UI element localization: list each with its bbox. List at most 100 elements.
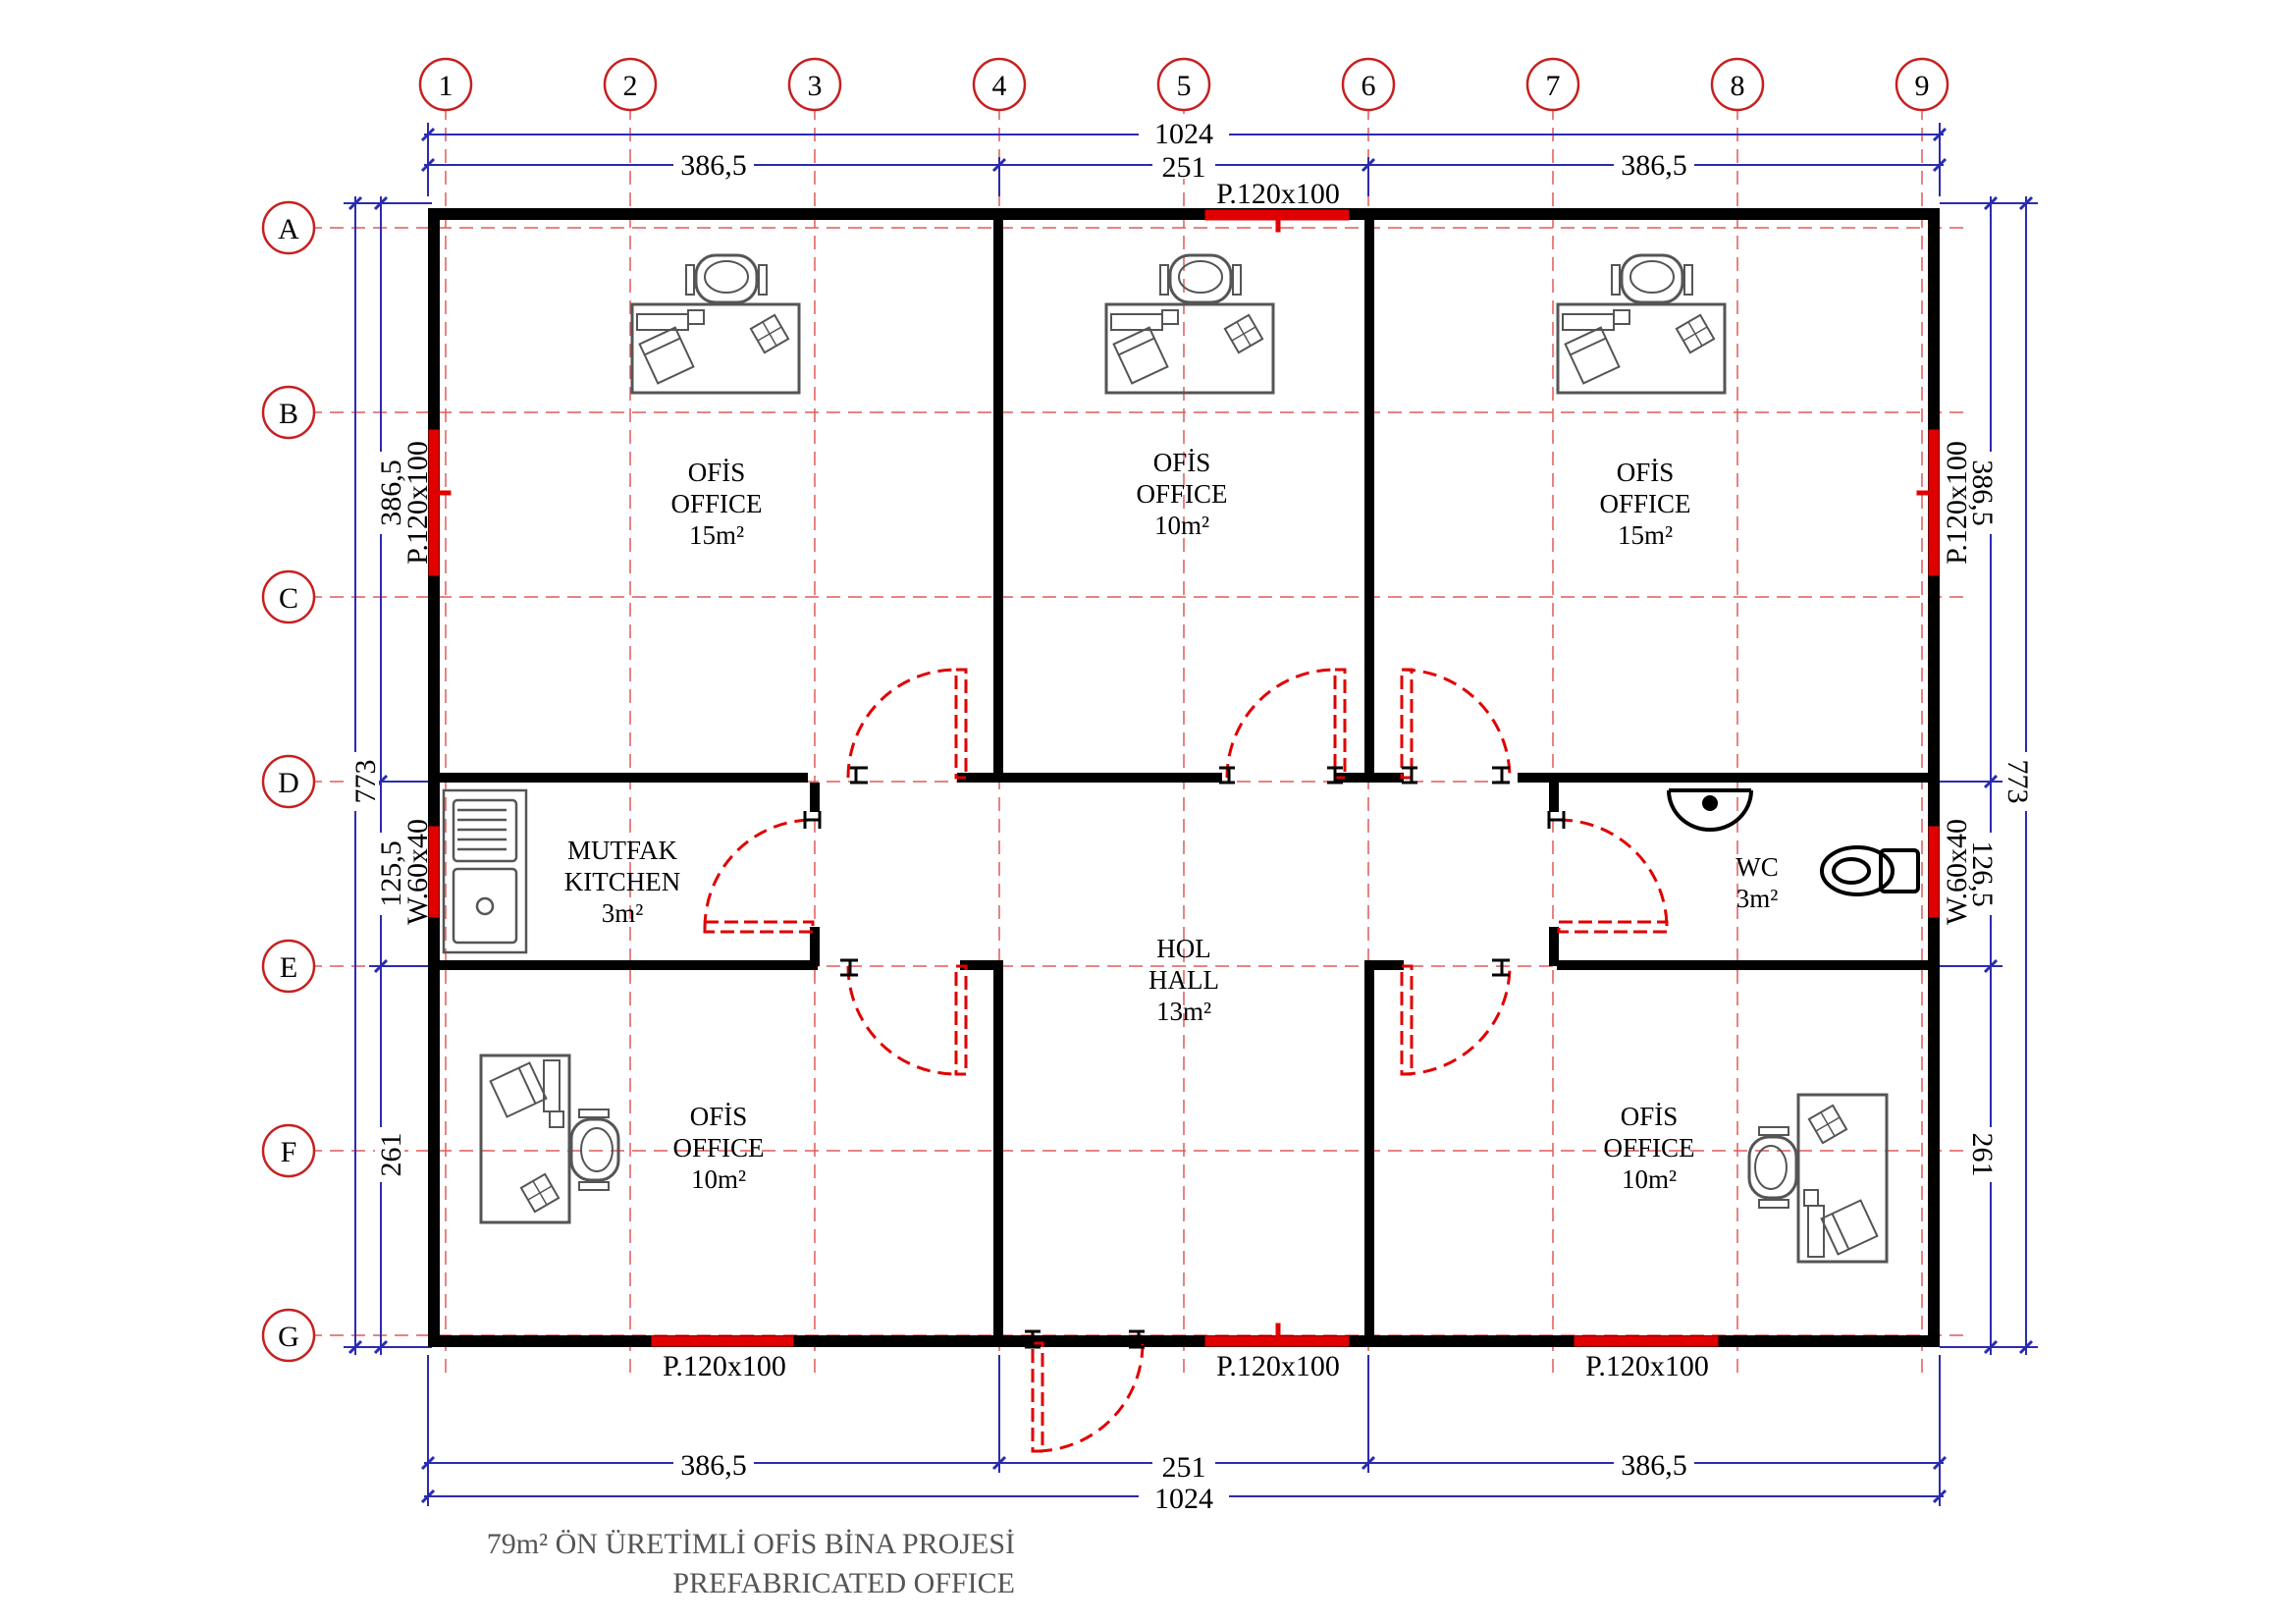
room-area: 10m²: [691, 1164, 746, 1194]
label-window-left: P.120x100: [401, 441, 434, 565]
dim-top-total: 1024: [1154, 118, 1213, 150]
room-name-en: OFFICE: [670, 489, 762, 518]
dim-left-total: 773: [349, 760, 382, 804]
row-label: E: [280, 951, 297, 984]
room-wc: WC 3m²: [1735, 852, 1779, 913]
room-name-en: KITCHEN: [564, 867, 680, 896]
dim-top-left: 386,5: [680, 149, 747, 182]
room-office-bottom-left: OFİS OFFICE 10m²: [672, 1102, 764, 1194]
label-window-top: P.120x100: [1216, 178, 1340, 210]
column-bubble: 2: [603, 57, 658, 112]
room-name-en: HALL: [1148, 965, 1219, 995]
room-name-tr: HOL: [1156, 934, 1211, 963]
label-window-bottom-left: P.120x100: [663, 1350, 786, 1382]
row-label: G: [278, 1321, 299, 1353]
room-office-top-left: OFİS OFFICE 15m²: [670, 458, 762, 550]
window-wc: [1928, 826, 1940, 918]
column-label: 2: [623, 70, 638, 102]
dim-bottom-total: 1024: [1154, 1483, 1213, 1515]
office-desk-set: [1104, 253, 1275, 395]
row-bubble: D: [261, 754, 316, 809]
room-area: 3m²: [602, 898, 644, 928]
room-area: 10m²: [1622, 1164, 1677, 1194]
label-window-bottom-right: P.120x100: [1585, 1350, 1709, 1382]
room-name-tr: MUTFAK: [567, 836, 678, 865]
room-area: 15m²: [689, 520, 744, 550]
column-bubble: 3: [787, 57, 842, 112]
dimension-ticks: [347, 127, 2034, 1504]
office-desk-set: [630, 253, 801, 395]
room-office-top-middle: OFİS OFFICE 10m²: [1136, 448, 1227, 540]
grid-lines: [308, 106, 1963, 1375]
column-bubble: 9: [1895, 57, 1949, 112]
row-bubble: G: [261, 1308, 316, 1363]
column-bubble: 4: [972, 57, 1027, 112]
row-bubble: E: [261, 939, 316, 994]
title-line-2: PREFABRICATED OFFICE: [672, 1567, 1015, 1599]
room-area: 3m²: [1736, 884, 1779, 913]
grid-bubbles: 1 2 3 4 5 6 7 8: [261, 57, 1949, 1363]
drawing-title: 79m² ÖN ÜRETİMLİ OFİS BİNA PROJESİ PREFA…: [487, 1528, 1015, 1599]
row-bubble: C: [261, 569, 316, 624]
door-hinges: [803, 766, 1566, 1349]
row-label: C: [279, 582, 298, 615]
column-label: 6: [1362, 70, 1376, 102]
label-window-wc: W.60x40: [1941, 819, 1973, 925]
room-area: 13m²: [1156, 997, 1211, 1026]
room-name-en: OFFICE: [672, 1133, 764, 1163]
column-bubble: 5: [1156, 57, 1211, 112]
dim-right-total: 773: [2002, 760, 2034, 804]
dim-bottom-middle: 251: [1162, 1451, 1206, 1484]
room-office-top-right: OFİS OFFICE 15m²: [1599, 458, 1690, 550]
room-office-bottom-right: OFİS OFFICE 10m²: [1603, 1102, 1694, 1194]
room-name-tr: OFİS: [1617, 458, 1675, 487]
row-bubble: A: [261, 200, 316, 255]
column-label: 4: [992, 70, 1007, 102]
dimension-lines: [344, 123, 2038, 1506]
room-name-tr: OFİS: [1621, 1102, 1679, 1131]
label-window-bottom-middle: P.120x100: [1216, 1350, 1340, 1382]
label-window-right: P.120x100: [1941, 441, 1973, 565]
room-name-tr: OFİS: [690, 1102, 748, 1131]
dim-left-middle: 125,5: [375, 840, 407, 907]
dim-bottom-left: 386,5: [680, 1449, 747, 1482]
row-label: A: [278, 213, 299, 245]
office-desk-set: [1556, 253, 1727, 395]
office-desk-set: [479, 1054, 620, 1224]
row-bubble: B: [261, 385, 316, 440]
window-left: [428, 429, 440, 576]
room-name-tr: OFİS: [688, 458, 746, 487]
office-desk-set: [1747, 1093, 1889, 1264]
washbasin-icon: [1667, 788, 1753, 832]
window-bottom-left: [651, 1335, 794, 1347]
row-label: D: [278, 767, 299, 799]
column-bubble: 7: [1525, 57, 1580, 112]
room-labels: OFİS OFFICE 15m² OFİS OFFICE 10m² OFİS O…: [564, 448, 1779, 1194]
wall-top: [428, 208, 1940, 220]
room-name-en: OFFICE: [1603, 1133, 1694, 1163]
dimension-labels: 1024 386,5 251 386,5 386,5 251 386,5 102…: [349, 114, 2034, 1515]
door-swings: [703, 668, 1669, 1453]
dim-right-upper: 386,5: [1966, 460, 1999, 526]
sink-icon: [442, 788, 528, 954]
column-label: 3: [808, 70, 823, 102]
opening-labels: P.120x100 P.120x100 P.120x100 P.120x100 …: [401, 178, 1973, 1382]
window-bottom-right: [1574, 1335, 1719, 1347]
column-label: 8: [1731, 70, 1745, 102]
room-area: 15m²: [1618, 520, 1673, 550]
column-bubble: 8: [1710, 57, 1765, 112]
dim-top-right: 386,5: [1621, 149, 1687, 182]
row-label: F: [281, 1136, 297, 1168]
wall-left: [428, 208, 440, 1347]
column-label: 5: [1177, 70, 1192, 102]
row-bubble: F: [261, 1123, 316, 1178]
room-name-en: OFFICE: [1136, 479, 1227, 509]
toilet-icon: [1820, 845, 1920, 896]
dim-top-middle: 251: [1162, 151, 1206, 184]
column-label: 9: [1915, 70, 1930, 102]
dim-left-lower: 261: [375, 1133, 407, 1177]
room-area: 10m²: [1154, 511, 1209, 540]
column-label: 1: [439, 70, 454, 102]
wall-bottom: [428, 1335, 1940, 1347]
dim-left-upper: 386,5: [375, 460, 407, 526]
